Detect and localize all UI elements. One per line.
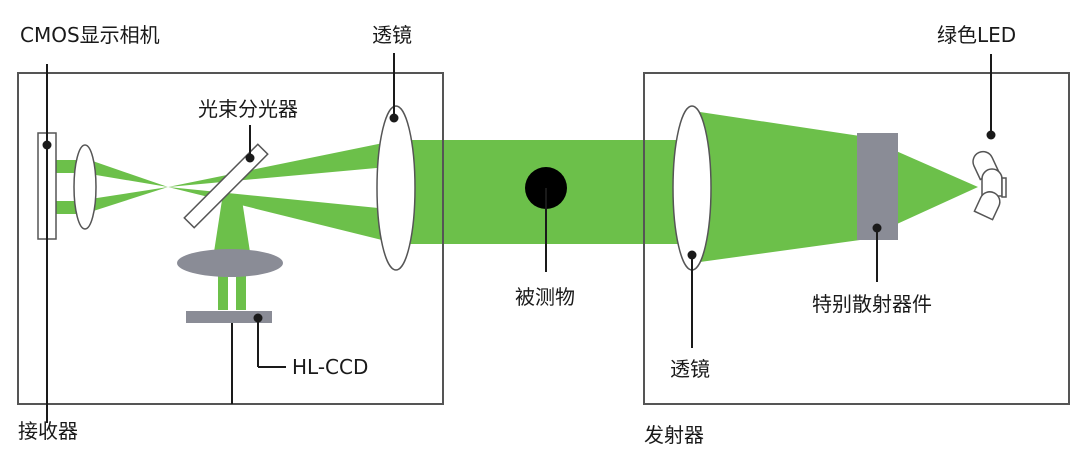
receiver-lens xyxy=(376,105,416,271)
label-emitter: 发射器 xyxy=(644,423,704,447)
ccd-lens xyxy=(177,249,283,277)
emitter-lens xyxy=(672,105,712,271)
beam-ccd-left xyxy=(218,276,228,310)
dot-hl-ccd xyxy=(253,313,263,323)
led-middle-base xyxy=(1001,177,1007,198)
beam-scatter-to-lens xyxy=(700,112,860,262)
beam-splitter-mirror xyxy=(183,143,269,229)
label-receiver: 接收器 xyxy=(18,419,78,443)
label-hl-ccd: HL-CCD xyxy=(292,355,368,379)
label-cmos-camera: CMOS显示相机 xyxy=(20,23,160,47)
label-target-object: 被测物 xyxy=(515,285,575,309)
leader-lines xyxy=(46,53,992,423)
dot-receiver-lens xyxy=(389,113,399,123)
label-scattering-element: 特别散射器件 xyxy=(812,292,932,316)
hl-ccd-sensor xyxy=(186,311,272,323)
dot-led xyxy=(986,130,996,140)
emitter-box xyxy=(643,72,1070,405)
beam-fan-upper xyxy=(84,158,168,187)
dot-emitter-lens xyxy=(687,250,697,260)
beam-upper-converge xyxy=(168,140,398,187)
beam-fan-lower xyxy=(84,187,168,214)
receiver-box xyxy=(17,72,444,405)
beam-ccd-right xyxy=(236,276,246,310)
dot-splitter xyxy=(245,153,255,163)
label-emitter-lens: 透镜 xyxy=(670,357,710,381)
green-led-cluster xyxy=(972,150,1007,221)
label-beam-splitter: 光束分光器 xyxy=(198,97,298,121)
camera-lens xyxy=(73,144,97,230)
dot-cmos xyxy=(42,140,52,150)
beam-splitter-down xyxy=(214,200,250,252)
dot-scatter xyxy=(872,223,882,233)
label-receiver-lens: 透镜 xyxy=(372,23,412,47)
scattering-element xyxy=(857,133,898,240)
leader-dots xyxy=(42,113,996,323)
label-green-led: 绿色LED xyxy=(937,23,1016,47)
led-lower xyxy=(973,191,1001,221)
light-beams xyxy=(56,112,978,310)
